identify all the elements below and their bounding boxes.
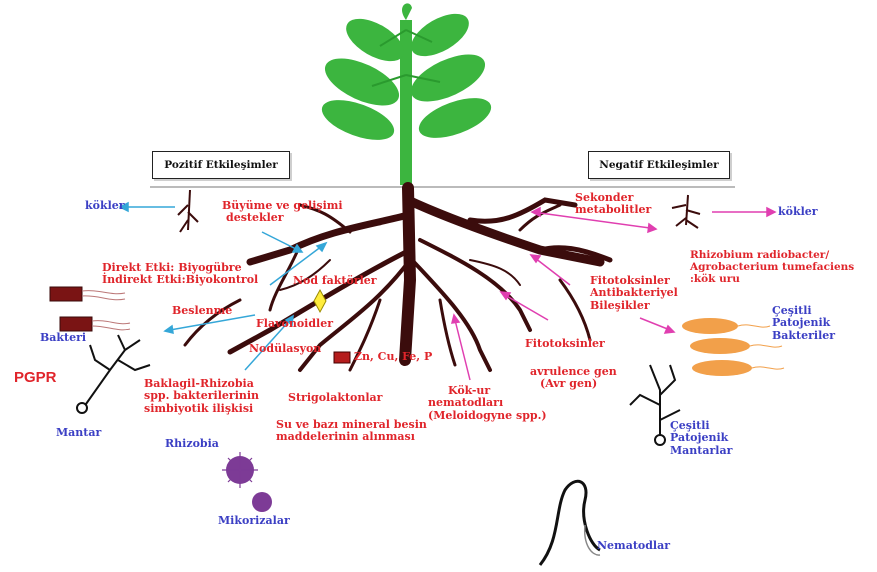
bacteria-left [50, 287, 130, 331]
nodulation-label: Nodülasyon [249, 343, 321, 355]
nematode-worm [540, 481, 600, 565]
positive-interactions-label: Pozitif Etkileşimler [164, 159, 278, 171]
nutrition-label: Beslenme [172, 305, 232, 317]
minerals-label: Zn, Cu, Fe, P [354, 351, 432, 363]
fungus-left-label: Mantar [56, 427, 101, 439]
negative-interactions-box: Negatif Etkileşimler [588, 151, 730, 179]
bacteria-left-label: Bakteri [40, 332, 86, 344]
roots-right-label: kökler [778, 206, 818, 218]
mineral-square [334, 352, 350, 363]
fungus-left [77, 335, 150, 413]
plant-shoot [317, 3, 496, 185]
bacteria-right [682, 318, 784, 376]
pgpr-label: PGPR [14, 370, 57, 387]
strigolactone-label: Strigolaktonlar [288, 392, 382, 404]
negative-interactions-label: Negatif Etkileşimler [599, 159, 718, 171]
rhizobium-label: Rhizobium radiobacter/Agrobacterium tume… [690, 250, 854, 285]
mycorrhiza-label: Mikorizalar [218, 515, 290, 527]
flavonoid-label: Flavonoidler [256, 318, 333, 330]
rhizobia-label: Rhizobia [165, 438, 219, 450]
nod-factors-label: Nod faktörler [293, 275, 377, 287]
small-roots-right [672, 195, 700, 228]
positive-interactions-box: Pozitif Etkileşimler [152, 151, 290, 179]
small-roots-left [178, 190, 198, 232]
flavonoid-diamond [314, 290, 326, 312]
phytotoxins-label: Fitotoksinler [525, 338, 605, 350]
nematodes-label: Nematodlar [597, 540, 670, 552]
roots-left-label: kökler [85, 200, 125, 212]
mycorrhiza-spores [222, 452, 272, 512]
